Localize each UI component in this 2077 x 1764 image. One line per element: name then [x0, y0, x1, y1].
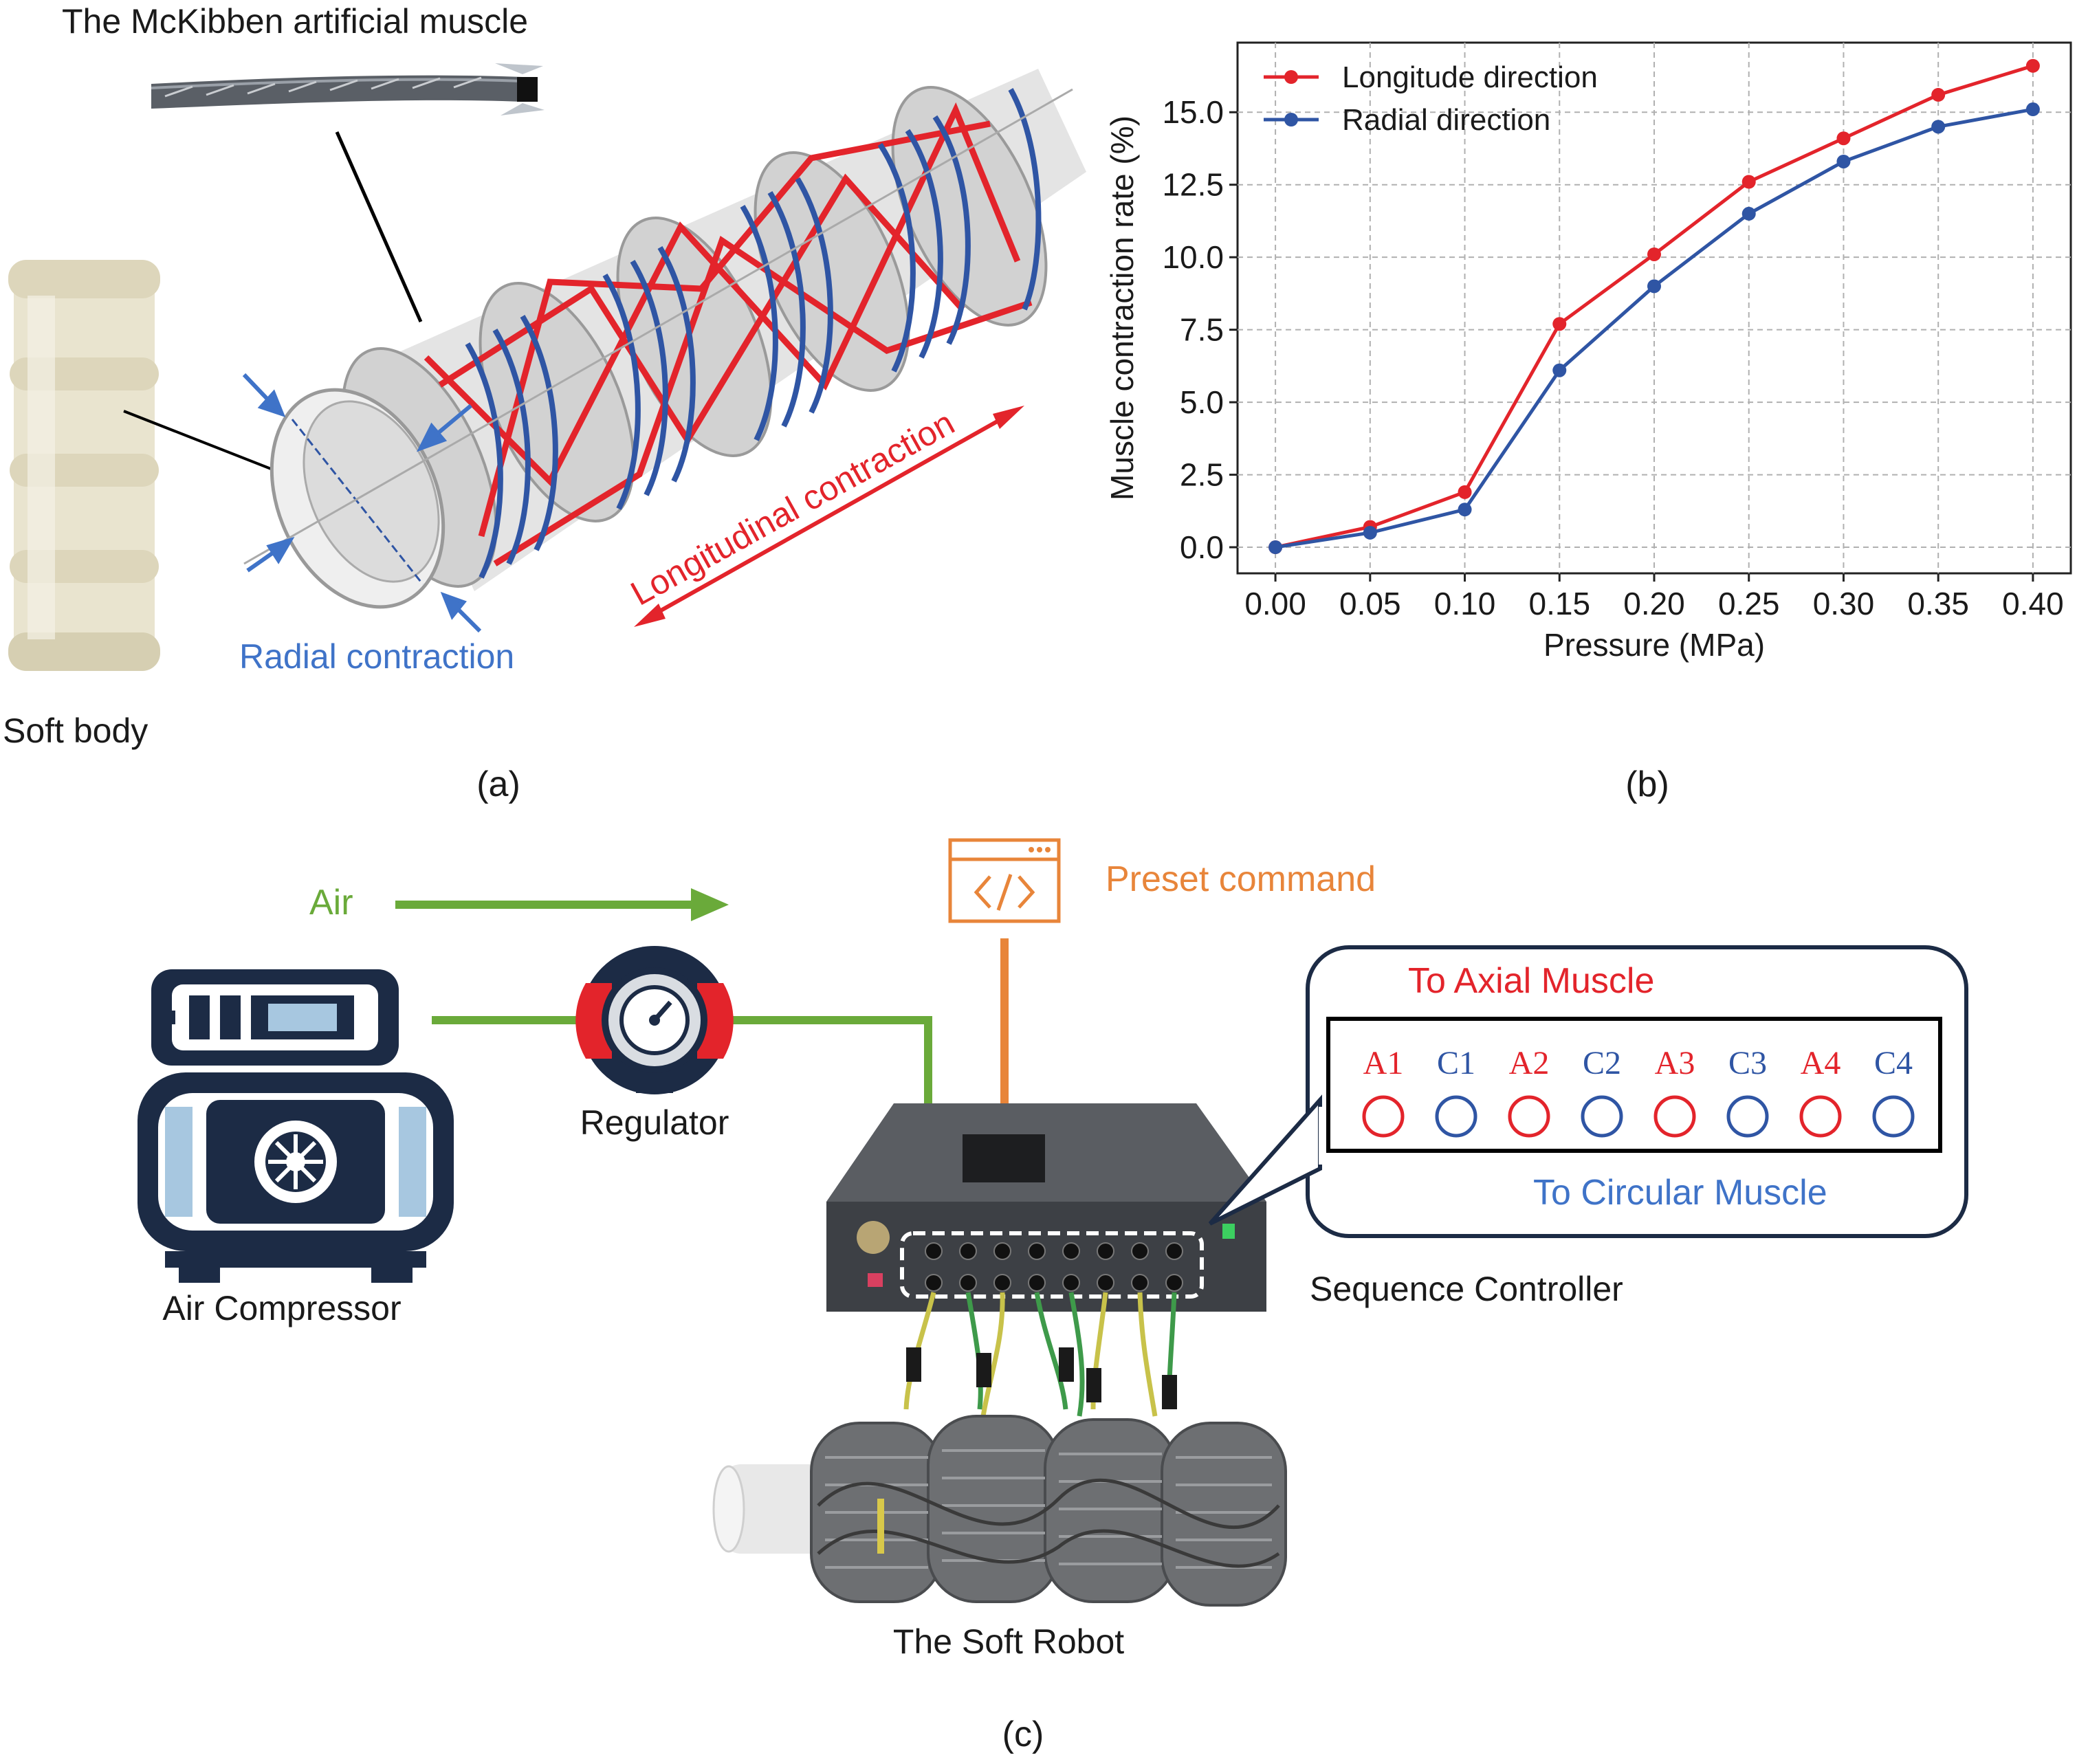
data-point [1836, 131, 1851, 146]
panel-a-caption: (a) [476, 764, 520, 804]
x-tick-label: 0.35 [1907, 586, 1969, 621]
port-label-c1: C1 [1437, 1045, 1475, 1081]
legend-marker-0 [1284, 70, 1298, 84]
x-tick-label: 0.30 [1813, 586, 1875, 621]
data-point [1931, 120, 1946, 134]
port-label-c2: C2 [1583, 1045, 1621, 1081]
panel-c-caption: (c) [1002, 1715, 1044, 1754]
preset-command-label: Preset command [1106, 859, 1376, 899]
data-point [2025, 102, 2040, 117]
port-circle-c3 [1726, 1095, 1769, 1138]
y-tick-label: 5.0 [1180, 384, 1224, 420]
data-point [1741, 206, 1756, 221]
air-compressor-icon [138, 969, 454, 1283]
port-circle-c2 [1581, 1095, 1623, 1138]
y-tick-label: 2.5 [1180, 457, 1224, 493]
x-tick-label: 0.20 [1623, 586, 1685, 621]
regulator-icon [575, 946, 734, 1094]
data-point [1268, 540, 1283, 555]
port-list: A1 C1 A2 C2 A3 C3 A4 C4 [1362, 1045, 1915, 1138]
data-point [1647, 247, 1661, 261]
data-point [1647, 279, 1661, 294]
port-label-a2: A2 [1509, 1045, 1550, 1081]
data-point [1363, 525, 1377, 540]
muscle-tube-render [243, 69, 1086, 609]
port-label-c3: C3 [1728, 1045, 1767, 1081]
data-point [1458, 485, 1472, 499]
port-label-c4: C4 [1874, 1045, 1913, 1081]
panel-c: Air [138, 838, 1968, 1754]
regulator-label: Regulator [580, 1103, 729, 1142]
y-tick-label: 12.5 [1162, 167, 1224, 203]
panel-b-caption: (b) [1625, 764, 1669, 804]
air-pipe [432, 1016, 932, 1103]
muscle-label: The McKibben artificial muscle [62, 2, 528, 41]
port-callout [1208, 945, 1968, 1238]
series-layer [1268, 58, 2040, 555]
panel-a: The McKibben artificial muscle Soft body… [3, 2, 1086, 804]
data-point [2025, 58, 2040, 73]
data-point [1552, 317, 1567, 331]
controller-label: Sequence Controller [1310, 1270, 1623, 1308]
longitudinal-arrow [634, 406, 1024, 627]
tick-layer: 0.00 0.05 0.10 0.15 0.20 0.25 0.30 0.35 0.40 0.0 2… [1162, 94, 2063, 621]
soft-robot-image [712, 1347, 1287, 1607]
data-point [1836, 154, 1851, 168]
x-tick-label: 0.00 [1244, 586, 1306, 621]
port-circle-a2 [1508, 1095, 1550, 1138]
code-window-icon [948, 838, 1061, 923]
y-tick-label: 0.0 [1180, 529, 1224, 565]
radial-contraction-label: Radial contraction [239, 637, 514, 676]
air-flow-arrow [395, 888, 729, 921]
port-circle-a3 [1653, 1095, 1696, 1138]
axial-muscle-label: To Axial Muscle [1408, 961, 1654, 1001]
circular-muscle-label: To Circular Muscle [1533, 1173, 1827, 1213]
legend-marker-1 [1284, 113, 1298, 126]
port-label-a4: A4 [1801, 1045, 1841, 1081]
muscle-leader-line [335, 131, 423, 323]
panel-b-chart: 0.00 0.05 0.10 0.15 0.20 0.25 0.30 0.35 0.40 0.0 2… [1104, 41, 2072, 804]
compressor-label: Air Compressor [162, 1289, 401, 1327]
air-label: Air [309, 883, 353, 923]
data-point [1552, 363, 1567, 377]
y-tick-label: 10.0 [1162, 239, 1224, 275]
x-tick-label: 0.40 [2002, 586, 2064, 621]
y-tick-label: 15.0 [1162, 94, 1224, 130]
port-label-a1: A1 [1363, 1045, 1404, 1081]
port-label-a3: A3 [1655, 1045, 1695, 1081]
port-circle-c4 [1872, 1095, 1915, 1138]
sequence-controller-image [826, 1103, 1266, 1312]
data-point [1458, 503, 1472, 517]
y-axis-label: Muscle contraction rate (%) [1104, 115, 1140, 500]
port-circle-a1 [1362, 1095, 1405, 1138]
soft-body-label: Soft body [3, 712, 148, 750]
x-tick-label: 0.10 [1434, 586, 1496, 621]
data-point [1931, 87, 1946, 102]
port-circle-c1 [1435, 1095, 1477, 1138]
legend-label-1: Radial direction [1342, 103, 1550, 137]
radial-arrows [242, 373, 482, 633]
x-tick-label: 0.05 [1339, 586, 1401, 621]
soft-robot-label: The Soft Robot [893, 1622, 1124, 1661]
air-tubes [903, 1292, 1177, 1417]
y-tick-label: 7.5 [1180, 312, 1224, 348]
x-axis-label: Pressure (MPa) [1543, 627, 1765, 663]
soft-body-image [8, 260, 160, 671]
data-point [1741, 175, 1756, 189]
x-tick-label: 0.15 [1529, 586, 1591, 621]
port-circle-a4 [1799, 1095, 1842, 1138]
legend-label-0: Longitude direction [1342, 60, 1598, 94]
mckibben-cable-image [151, 63, 545, 115]
x-tick-label: 0.25 [1718, 586, 1780, 621]
